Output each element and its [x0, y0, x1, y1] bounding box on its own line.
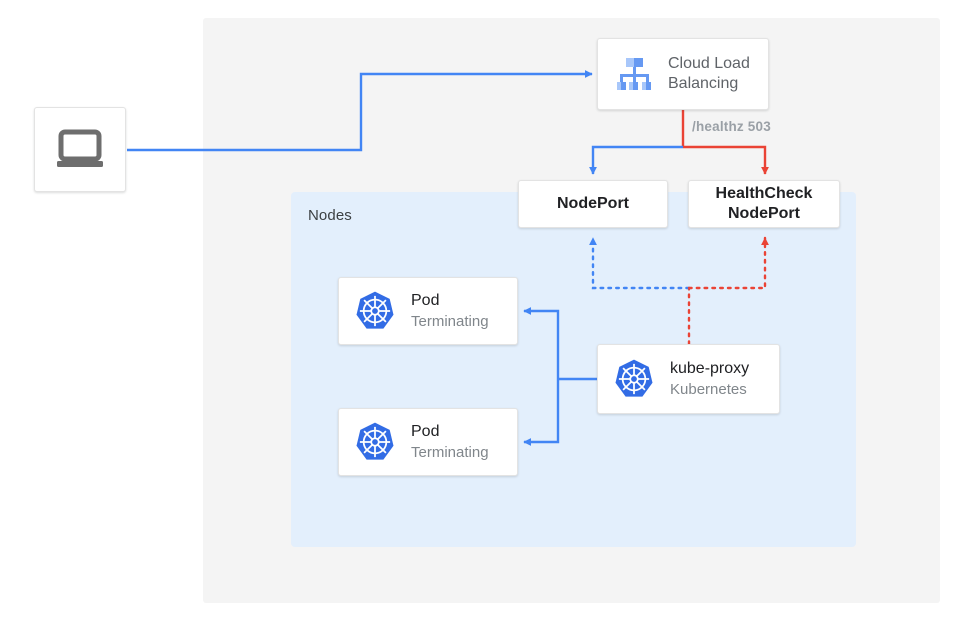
- nodes-region-label: Nodes: [308, 207, 352, 224]
- laptop-icon: [54, 128, 106, 172]
- pod2-card-text: Pod Terminating: [411, 422, 489, 462]
- client-node-card[interactable]: [34, 107, 126, 192]
- client-card-row: [35, 108, 125, 191]
- nodeport-card-row: NodePort: [519, 181, 667, 227]
- pod1-card-text: Pod Terminating: [411, 291, 489, 331]
- pod2-card-row: Pod Terminating: [339, 409, 517, 475]
- cloud-load-balancing-card[interactable]: Cloud Load Balancing: [597, 38, 769, 110]
- pod2-title: Pod: [411, 423, 440, 441]
- clb-card-text: Cloud Load Balancing: [668, 54, 750, 95]
- kubernetes-icon: [612, 358, 656, 400]
- healthcheck-label-line-1: HealthCheck: [715, 185, 813, 202]
- kubeproxy-card-row: kube-proxy Kubernetes: [598, 345, 779, 413]
- healthcheck-card-row: HealthCheck NodePort: [689, 181, 839, 227]
- pod-card-1[interactable]: Pod Terminating: [338, 277, 518, 345]
- kubeproxy-card-text: kube-proxy Kubernetes: [670, 359, 749, 399]
- kubeproxy-subtitle: Kubernetes: [670, 380, 747, 398]
- kube-proxy-card[interactable]: kube-proxy Kubernetes: [597, 344, 780, 414]
- pod1-card-row: Pod Terminating: [339, 278, 517, 344]
- cloud-load-balancing-icon: [610, 52, 658, 96]
- kubernetes-icon: [353, 421, 397, 463]
- kubernetes-icon: [353, 290, 397, 332]
- pod1-title: Pod: [411, 292, 440, 310]
- healthcheck-nodeport-label: HealthCheck NodePort: [716, 184, 813, 224]
- healthz-edge-label: /healthz 503: [692, 119, 771, 134]
- pod2-subtitle: Terminating: [411, 443, 489, 461]
- healthcheck-nodeport-card[interactable]: HealthCheck NodePort: [688, 180, 840, 228]
- healthcheck-label-line-2: NodePort: [727, 205, 800, 222]
- clb-title-line-2: Balancing: [668, 75, 739, 92]
- pod-card-2[interactable]: Pod Terminating: [338, 408, 518, 476]
- clb-title-line-1: Cloud Load: [668, 54, 750, 72]
- nodeport-card[interactable]: NodePort: [518, 180, 668, 228]
- kubeproxy-title: kube-proxy: [670, 360, 750, 378]
- pod1-subtitle: Terminating: [411, 312, 489, 330]
- nodeport-label: NodePort: [557, 195, 629, 212]
- clb-card-row: Cloud Load Balancing: [598, 39, 768, 109]
